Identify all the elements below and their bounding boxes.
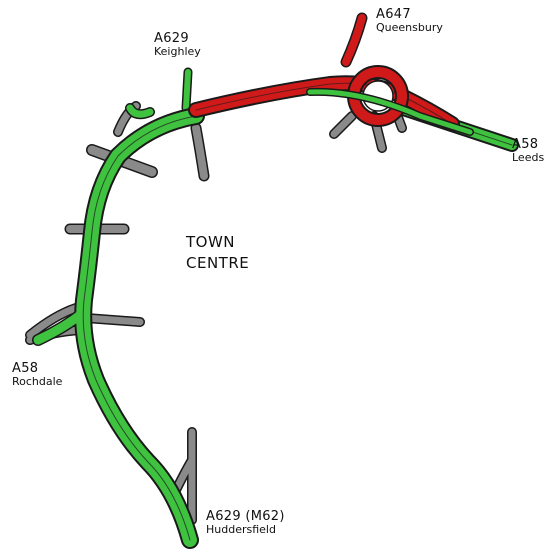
- place-name: Rochdale: [12, 375, 63, 388]
- destination-rochdale: A58 Rochdale: [12, 362, 62, 388]
- town-label-line-2: CENTRE: [186, 254, 250, 272]
- place-name: Huddersfield: [206, 523, 276, 536]
- destination-queensbury: A647 Queensbury: [376, 8, 443, 34]
- town-label-line-1: TOWN: [186, 233, 236, 251]
- road-number: A58: [512, 137, 539, 152]
- road-number: A629 (M62): [206, 509, 285, 524]
- destination-huddersfield: A629 (M62) Huddersfield: [206, 510, 285, 536]
- destination-leeds: A58 Leeds: [512, 138, 544, 164]
- road-number: A58: [12, 361, 39, 376]
- place-name: Queensbury: [376, 21, 443, 34]
- road-number: A629: [154, 31, 189, 46]
- town-centre-label: TOWN CENTRE: [186, 232, 249, 274]
- road-number: A647: [376, 7, 411, 22]
- place-name: Leeds: [512, 151, 545, 164]
- destination-keighley: A629 Keighley: [154, 32, 201, 58]
- place-name: Keighley: [154, 45, 201, 58]
